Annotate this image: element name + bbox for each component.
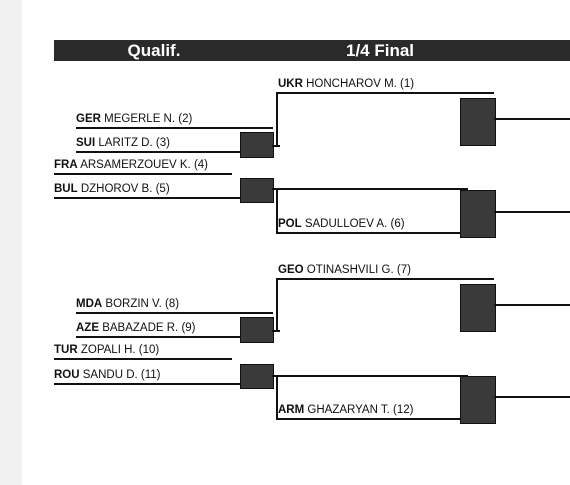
match-box <box>460 376 496 424</box>
match-box <box>240 317 274 343</box>
competitor-name: SANDU D. (11) <box>82 369 161 381</box>
country-code: AZE <box>76 322 99 334</box>
bracket-entry-quarter: UKR HONCHAROV M. (1) <box>278 78 494 94</box>
country-code: GEO <box>278 264 304 276</box>
bracket-entry-qualif: MDA BORZIN V. (8) <box>76 298 273 314</box>
header-qualif: Qualif. <box>54 40 254 61</box>
connector-line <box>494 211 570 213</box>
connector-line <box>272 188 468 190</box>
competitor-name: MEGERLE N. (2) <box>104 113 193 125</box>
bracket-entry-qualif: GER MEGERLE N. (2) <box>76 113 273 129</box>
bracket-entry-quarter: POL SADULLOEV A. (6) <box>278 218 494 234</box>
bracket-entry-quarter: ARM GHAZARYAN T. (12) <box>278 404 494 420</box>
match-box <box>240 132 274 158</box>
bracket-entry-qualif: BUL DZHOROV B. (5) <box>54 183 273 199</box>
connector-line <box>494 396 570 398</box>
bracket-entry-qualif: TUR ZOPALI H. (10) <box>54 344 232 360</box>
match-box <box>240 178 274 203</box>
competitor-name: BABAZADE R. (9) <box>102 322 196 334</box>
competitor-name: DZHOROV B. (5) <box>80 183 170 195</box>
competitor-name: HONCHAROV M. (1) <box>306 78 415 90</box>
connector-line <box>494 118 570 120</box>
match-box <box>240 364 274 389</box>
competitor-name: OTINASHVILI G. (7) <box>306 264 411 276</box>
competitor-name: BORZIN V. (8) <box>105 298 180 310</box>
connector-line <box>494 304 570 306</box>
bracket-entry-quarter: GEO OTINASHVILI G. (7) <box>278 264 494 280</box>
competitor-name: LARITZ D. (3) <box>98 137 170 149</box>
country-code: POL <box>278 218 302 230</box>
country-code: BUL <box>54 183 78 195</box>
competitor-name: SADULLOEV A. (6) <box>304 218 405 230</box>
connector-line <box>276 278 278 332</box>
connector-line <box>272 375 468 377</box>
country-code: GER <box>76 113 101 125</box>
competitor-name: ARSAMERZOUEV K. (4) <box>80 159 209 171</box>
country-code: FRA <box>54 159 78 171</box>
country-code: TUR <box>54 344 78 356</box>
country-code: SUI <box>76 137 96 149</box>
country-code: ROU <box>54 369 80 381</box>
bracket-entry-qualif: ROU SANDU D. (11) <box>54 369 273 385</box>
header-quarter-final: 1/4 Final <box>280 40 480 61</box>
bracket-entry-qualif: SUI LARITZ D. (3) <box>76 137 273 153</box>
country-code: UKR <box>278 78 303 90</box>
connector-line <box>276 92 278 147</box>
match-box <box>460 190 496 238</box>
bracket-entry-qualif: AZE BABAZADE R. (9) <box>76 322 273 338</box>
country-code: ARM <box>278 404 305 416</box>
match-box <box>460 98 496 146</box>
competitor-name: ZOPALI H. (10) <box>80 344 160 356</box>
country-code: MDA <box>76 298 103 310</box>
match-box <box>460 284 496 332</box>
bracket-entry-qualif: FRA ARSAMERZOUEV K. (4) <box>54 159 232 175</box>
connector-line <box>276 188 278 234</box>
connector-line <box>276 375 278 420</box>
competitor-name: GHAZARYAN T. (12) <box>307 404 414 416</box>
